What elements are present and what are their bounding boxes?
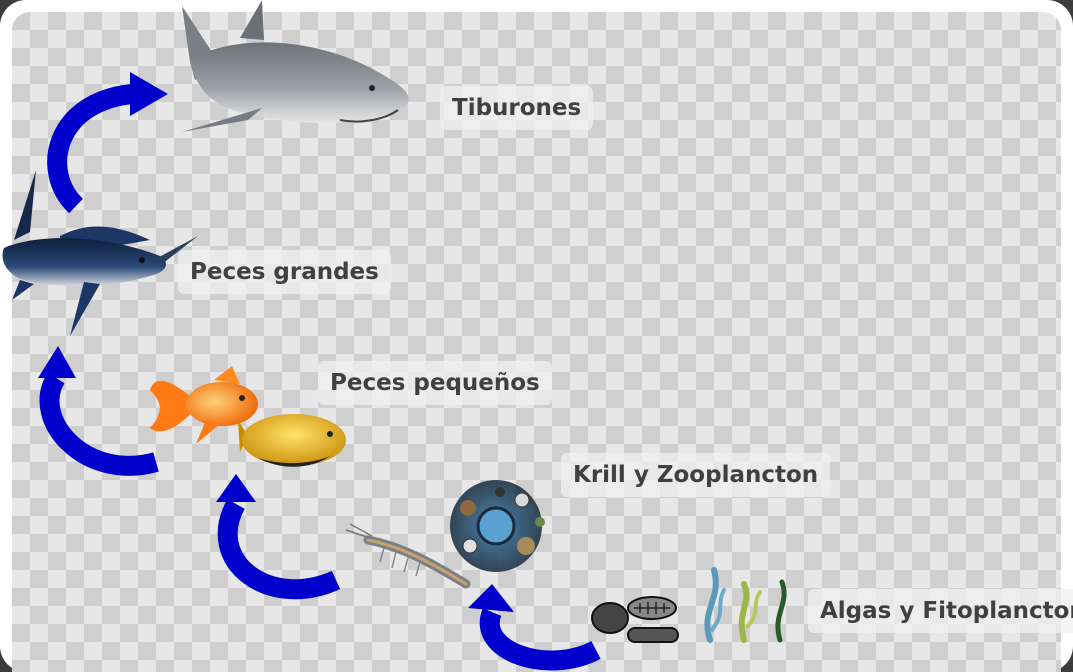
label-krill-zooplancton: Krill y Zooplancton xyxy=(561,453,831,497)
arrow-peces-pequenos-to-peces-grandes xyxy=(38,346,159,476)
goldfish-illustration xyxy=(150,366,258,444)
marlin-illustration xyxy=(2,170,198,336)
seaweed-illustration xyxy=(704,567,787,643)
krill-illustration xyxy=(345,523,471,589)
plankton-illustration xyxy=(450,480,545,572)
energy-flow-arrows xyxy=(38,72,601,671)
arrow-algas-to-krill xyxy=(468,584,601,671)
arrow-peces-grandes-to-tiburones xyxy=(47,72,168,214)
label-algas-fitoplancton: Algas y Fitoplancton xyxy=(808,589,1073,633)
diatom-illustration xyxy=(591,596,679,643)
label-peces-grandes: Peces grandes xyxy=(178,250,391,294)
label-tiburones: Tiburones xyxy=(440,86,594,130)
yellow-fish-illustration xyxy=(238,414,346,467)
arrow-krill-to-peces-pequenos xyxy=(216,474,341,600)
label-peces-pequenos: Peces pequeños xyxy=(318,361,552,405)
shark-illustration xyxy=(182,0,409,132)
